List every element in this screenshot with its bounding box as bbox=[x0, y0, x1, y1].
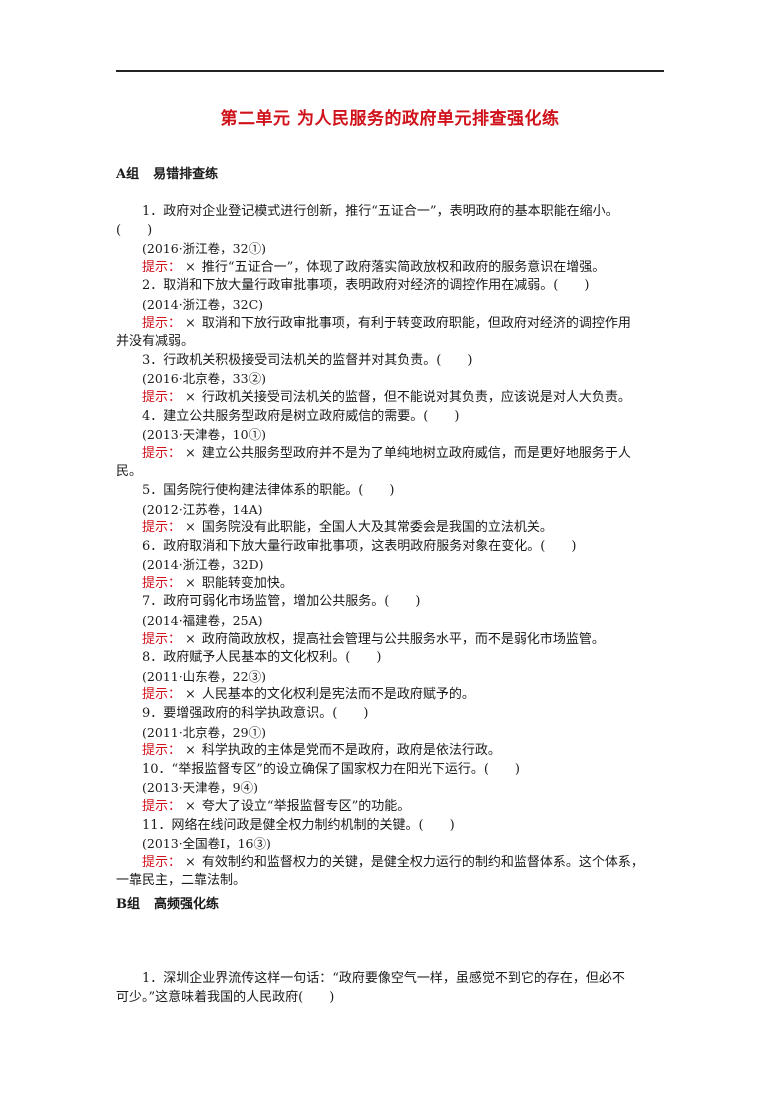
item-6-question: 6．政府取消和下放大量行政审批事项，这表明政府服务对象在变化。( ) bbox=[142, 538, 577, 554]
x-mark: × bbox=[185, 575, 196, 591]
item-7-source: (2014·福建卷，25A) bbox=[142, 613, 263, 629]
item-8-source: (2011·山东卷，22③) bbox=[142, 668, 266, 684]
item-3-hint: 提示：× 行政机关接受司法机关的监督，但不能说对其负责，应该说是对人大负责。 bbox=[116, 389, 664, 408]
x-mark: × bbox=[185, 854, 196, 870]
item-8-question: 8．政府赋予人民基本的文化权利。( ) bbox=[142, 650, 382, 666]
item-2: 2．取消和下放大量行政审批事项，表明政府对经济的调控作用在减弱。( ) (201… bbox=[116, 277, 664, 351]
x-mark: × bbox=[185, 445, 196, 461]
item-4: 4．建立公共服务型政府是树立政府威信的需要。( ) (2013·天津卷，10①)… bbox=[116, 408, 664, 482]
section-b-content: 1．深圳企业界流传这样一句话：“政府要像空气一样，虽感觉不到它的存在，但必不 可… bbox=[116, 970, 664, 1007]
item-3-hint-text: 行政机关接受司法机关的监督，但不能说对其负责，应该说是对人大负责。 bbox=[201, 389, 631, 405]
x-mark: × bbox=[185, 259, 196, 275]
hint-label: 提示： bbox=[142, 854, 182, 870]
section-b-group: B组 bbox=[116, 897, 140, 912]
b-question-1: 1．深圳企业界流传这样一句话：“政府要像空气一样，虽感觉不到它的存在，但必不 可… bbox=[116, 970, 664, 1007]
b-question-1-line-1: 1．深圳企业界流传这样一句话：“政府要像空气一样，虽感觉不到它的存在，但必不 bbox=[142, 971, 625, 986]
item-11: 11．网络在线问政是健全权力制约机制的关键。( ) (2013·全国卷Ⅰ，16③… bbox=[116, 817, 664, 891]
section-a-content: 1．政府对企业登记模式进行创新，推行“五证合一”，表明政府的基本职能在缩小。 (… bbox=[116, 203, 664, 891]
b-question-1-line-2: 可少。”这意味着我国的人民政府( ) bbox=[116, 989, 335, 1005]
item-4-question: 4．建立公共服务型政府是树立政府威信的需要。( ) bbox=[142, 408, 460, 424]
item-6-hint: 提示：× 职能转变加快。 bbox=[116, 575, 664, 594]
item-8-hint-text: 人民基本的文化权利是宪法而不是政府赋予的。 bbox=[201, 687, 475, 703]
x-mark: × bbox=[185, 631, 196, 647]
item-10-hint-text: 夸大了设立“举报监督专区”的功能。 bbox=[201, 799, 411, 814]
item-1-question: 1．政府对企业登记模式进行创新，推行“五证合一”，表明政府的基本职能在缩小。 bbox=[142, 204, 619, 219]
item-11-hint-text: 有效制约和监督权力的关键，是健全权力运行的制约和监督体系。这个体系， bbox=[201, 854, 644, 870]
item-9-question: 9．要增强政府的科学执政意识。( ) bbox=[142, 706, 369, 722]
item-2-question: 2．取消和下放大量行政审批事项，表明政府对经济的调控作用在减弱。( ) bbox=[142, 278, 590, 294]
x-mark: × bbox=[185, 389, 196, 405]
section-b-heading: B组高频强化练 bbox=[116, 893, 219, 912]
x-mark: × bbox=[185, 799, 196, 814]
x-mark: × bbox=[185, 743, 196, 759]
item-2-hint-cont: 并没有减弱。 bbox=[116, 334, 195, 350]
x-mark: × bbox=[185, 315, 196, 331]
item-6-hint-text: 职能转变加快。 bbox=[201, 575, 293, 591]
item-10-hint: 提示：× 夸大了设立“举报监督专区”的功能。 bbox=[116, 798, 664, 817]
item-6: 6．政府取消和下放大量行政审批事项，这表明政府服务对象在变化。( ) (2014… bbox=[116, 538, 664, 594]
item-11-hint-cont: 一靠民主，二靠法制。 bbox=[116, 873, 247, 889]
item-2-hint: 提示：× 取消和下放行政审批事项，有利于转变政府职能，但政府对经济的调控作用 bbox=[116, 315, 664, 334]
item-10: 10．“举报监督专区”的设立确保了国家权力在阳光下运行。( ) (2013·天津… bbox=[116, 761, 664, 817]
section-a-heading: A组易错排查练 bbox=[116, 163, 218, 182]
hint-label: 提示： bbox=[142, 631, 182, 647]
item-4-hint-text: 建立公共服务型政府并不是为了单纯地树立政府威信，而是更好地服务于人 bbox=[201, 445, 631, 461]
item-7-hint-text: 政府简政放权，提高社会管理与公共服务水平，而不是弱化市场监管。 bbox=[201, 631, 605, 647]
item-1-question-cont: ( ) bbox=[116, 222, 153, 238]
item-9: 9．要增强政府的科学执政意识。( ) (2011·北京卷，29①) 提示：× 科学… bbox=[116, 705, 664, 761]
item-4-hint: 提示：× 建立公共服务型政府并不是为了单纯地树立政府威信，而是更好地服务于人 bbox=[116, 445, 664, 464]
hint-label: 提示： bbox=[142, 445, 182, 461]
item-5-hint: 提示：× 国务院没有此职能，全国人大及其常委会是我国的立法机关。 bbox=[116, 519, 664, 538]
x-mark: × bbox=[185, 687, 196, 703]
item-8-hint: 提示：× 人民基本的文化权利是宪法而不是政府赋予的。 bbox=[116, 686, 664, 705]
item-9-hint-text: 科学执政的主体是党而不是政府，政府是依法行政。 bbox=[201, 743, 501, 759]
item-10-source: (2013·天津卷，9④) bbox=[142, 780, 258, 796]
hint-label: 提示： bbox=[142, 575, 182, 591]
hint-label: 提示： bbox=[142, 259, 182, 275]
item-3-source: (2016·北京卷，33②) bbox=[142, 371, 266, 387]
item-2-hint-text: 取消和下放行政审批事项，有利于转变政府职能，但政府对经济的调控作用 bbox=[201, 315, 631, 331]
item-5-hint-text: 国务院没有此职能，全国人大及其常委会是我国的立法机关。 bbox=[201, 520, 553, 536]
item-3-question: 3．行政机关积极接受司法机关的监督并对其负责。( ) bbox=[142, 352, 473, 368]
item-1: 1．政府对企业登记模式进行创新，推行“五证合一”，表明政府的基本职能在缩小。 (… bbox=[116, 203, 664, 277]
item-5-question: 5．国务院行使构建法律体系的职能。( ) bbox=[142, 482, 395, 498]
section-b-name: 高频强化练 bbox=[154, 897, 220, 912]
item-8: 8．政府赋予人民基本的文化权利。( ) (2011·山东卷，22③) 提示：× 人… bbox=[116, 649, 664, 705]
item-2-source: (2014·浙江卷，32C) bbox=[142, 296, 264, 312]
item-1-hint: 提示：× 推行“五证合一”，体现了政府落实简政放权和政府的服务意识在增强。 bbox=[116, 259, 664, 278]
x-mark: × bbox=[185, 520, 196, 536]
item-9-hint: 提示：× 科学执政的主体是党而不是政府，政府是依法行政。 bbox=[116, 742, 664, 761]
item-10-question: 10．“举报监督专区”的设立确保了国家权力在阳光下运行。( ) bbox=[142, 761, 520, 777]
section-a-name: 易错排查练 bbox=[153, 167, 219, 182]
hint-label: 提示： bbox=[142, 799, 182, 814]
item-11-hint: 提示：× 有效制约和监督权力的关键，是健全权力运行的制约和监督体系。这个体系， bbox=[116, 854, 664, 873]
item-3: 3．行政机关积极接受司法机关的监督并对其负责。( ) (2016·北京卷，33②… bbox=[116, 352, 664, 408]
item-1-source: (2016·浙江卷，32①) bbox=[142, 241, 266, 257]
item-7: 7．政府可弱化市场监管，增加公共服务。( ) (2014·福建卷，25A) 提示… bbox=[116, 593, 664, 649]
item-4-source: (2013·天津卷，10①) bbox=[142, 427, 266, 443]
item-7-question: 7．政府可弱化市场监管，增加公共服务。( ) bbox=[142, 594, 421, 610]
item-11-question: 11．网络在线问政是健全权力制约机制的关键。( ) bbox=[142, 817, 455, 833]
item-11-source: (2013·全国卷Ⅰ，16③) bbox=[142, 836, 271, 852]
item-6-source: (2014·浙江卷，32D) bbox=[142, 557, 264, 573]
item-9-source: (2011·北京卷，29①) bbox=[142, 724, 266, 740]
section-a-group: A组 bbox=[116, 167, 140, 182]
hint-label: 提示： bbox=[142, 315, 182, 331]
top-rule bbox=[116, 70, 664, 72]
hint-label: 提示： bbox=[142, 520, 182, 536]
item-5-source: (2012·江苏卷，14A) bbox=[142, 501, 263, 517]
item-4-hint-cont: 民。 bbox=[116, 464, 143, 480]
hint-label: 提示： bbox=[142, 389, 182, 405]
page-title: 第二单元 为人民服务的政府单元排查强化练 bbox=[220, 109, 560, 129]
hint-label: 提示： bbox=[142, 743, 182, 759]
item-1-hint-text: 推行“五证合一”，体现了政府落实简政放权和政府的服务意识在增强。 bbox=[201, 259, 606, 275]
hint-label: 提示： bbox=[142, 687, 182, 703]
item-5: 5．国务院行使构建法律体系的职能。( ) (2012·江苏卷，14A) 提示：×… bbox=[116, 482, 664, 538]
item-7-hint: 提示：× 政府简政放权，提高社会管理与公共服务水平，而不是弱化市场监管。 bbox=[116, 631, 664, 650]
